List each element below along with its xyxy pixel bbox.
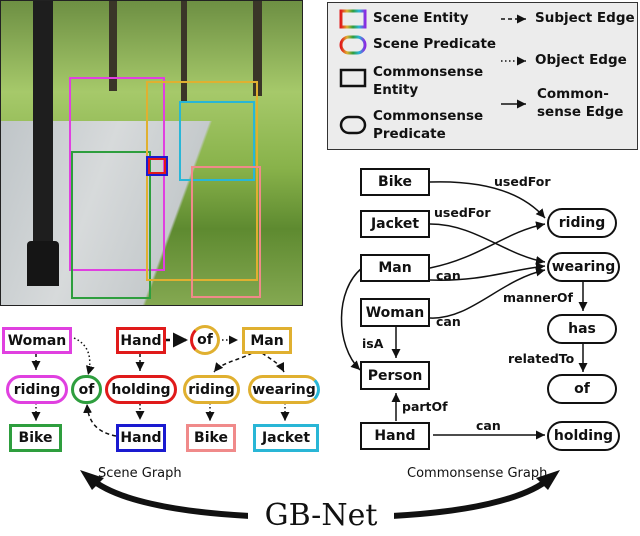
- sg-node-jacket: Jacket: [253, 424, 319, 452]
- sg-node-hand-bottom: Hand: [116, 424, 166, 452]
- legend-scene-predicate-label: Scene Predicate: [373, 36, 497, 52]
- sg-node-woman: Woman: [2, 327, 72, 354]
- cs-node-hand: Hand: [360, 422, 430, 450]
- photo-lamp-pole: [33, 1, 53, 286]
- cs-edge-man-riding: [429, 221, 546, 269]
- cs-node-bike: Bike: [360, 168, 430, 196]
- sg-edge-of-woman: [73, 337, 95, 376]
- sg-node-riding: riding: [6, 375, 68, 404]
- cs-edge-label-can-2: can: [436, 314, 461, 329]
- legend-cs-entity-icon: [339, 68, 367, 88]
- legend-cs-entity-label-1: Commonsense: [373, 64, 484, 80]
- cs-edge-man-person: [340, 267, 363, 371]
- cs-edge-label-relatedto: relatedTo: [508, 351, 575, 366]
- cs-edge-label-can-1: can: [436, 268, 461, 283]
- bbox-hand: [146, 156, 168, 176]
- legend-scene-entity-label: Scene Entity: [373, 10, 469, 26]
- bbox-holding: [148, 158, 166, 174]
- gbnet-arrow-right: [391, 475, 552, 519]
- photo-tree: [181, 1, 187, 101]
- gbnet-arrowhead-left: [80, 470, 104, 490]
- gbnet-arrow-left: [88, 475, 251, 519]
- cs-edge-label-isa: isA: [362, 336, 384, 351]
- sg-edge-man-wearing: [261, 352, 285, 373]
- cs-edge-label-usedfor-1: usedFor: [494, 174, 551, 189]
- sg-node-man: Man: [242, 327, 292, 354]
- scene-graph-caption: Scene Graph: [98, 466, 182, 481]
- legend-scene-entity-icon: [339, 9, 367, 29]
- cs-edge-man-wearing: [429, 262, 546, 281]
- legend-box: [327, 2, 638, 150]
- cs-edge-label-usedfor-2: usedFor: [434, 205, 491, 220]
- sg-node-riding-right: riding: [183, 375, 240, 404]
- sg-node-hand-top: Hand: [116, 327, 166, 354]
- cs-node-man: Man: [360, 254, 430, 282]
- cs-edge-woman-wearing: [429, 267, 546, 319]
- sg-edge-hand-of: [83, 403, 117, 437]
- photo: [0, 0, 303, 306]
- cs-node-woman: Woman: [360, 298, 430, 327]
- sg-edge-man-riding: [213, 352, 253, 373]
- cs-node-jacket: Jacket: [360, 210, 430, 238]
- cs-node-wearing: wearing: [547, 252, 620, 282]
- legend-scene-predicate-icon: [339, 35, 367, 55]
- sg-node-of-small: of: [71, 375, 102, 404]
- sg-node-of-top: of: [190, 325, 220, 355]
- bbox-bike-right: [191, 166, 261, 298]
- sg-node-wearing: wearing: [248, 375, 320, 404]
- cs-node-holding: holding: [547, 421, 620, 451]
- gbnet-title: GB-Net: [248, 494, 394, 536]
- cs-node-person: Person: [360, 361, 430, 390]
- cs-node-riding: riding: [547, 208, 617, 238]
- gbnet-arrowhead-right: [536, 470, 560, 490]
- legend-cs-entity-label-2: Entity: [373, 82, 419, 98]
- cs-edge-jacket-wearing: [429, 223, 546, 265]
- cs-edge-label-partof: partOf: [402, 399, 448, 414]
- legend-object-edge-label: Object Edge: [535, 52, 627, 68]
- cs-edge-label-can-3: can: [476, 418, 501, 433]
- legend-cs-predicate-label-1: Commonsense: [373, 108, 484, 124]
- legend-cs-edge-label-1: Common-: [537, 86, 609, 102]
- cs-edge-label-mannerof: mannerOf: [503, 290, 573, 305]
- photo-lamp-base: [27, 241, 59, 286]
- bbox-bike-left: [71, 151, 151, 299]
- photo-tree: [253, 1, 262, 96]
- legend-subject-edge-label: Subject Edge: [535, 10, 635, 26]
- legend-cs-predicate-icon: [339, 115, 367, 135]
- photo-tree: [109, 1, 117, 91]
- cs-node-has: has: [547, 314, 617, 344]
- sg-node-bike-right: Bike: [186, 424, 236, 452]
- commonsense-graph-caption: Commonsense Graph: [407, 466, 548, 481]
- legend-cs-predicate-label-2: Predicate: [373, 126, 446, 142]
- legend-cs-edge-label-2: sense Edge: [537, 104, 624, 120]
- cs-node-of: of: [547, 374, 617, 404]
- bbox-jacket: [179, 101, 255, 181]
- sg-node-bike-left: Bike: [9, 424, 62, 452]
- bbox-man: [146, 81, 258, 281]
- cs-edge-bike-riding: [429, 181, 546, 219]
- sg-node-holding: holding: [105, 375, 177, 404]
